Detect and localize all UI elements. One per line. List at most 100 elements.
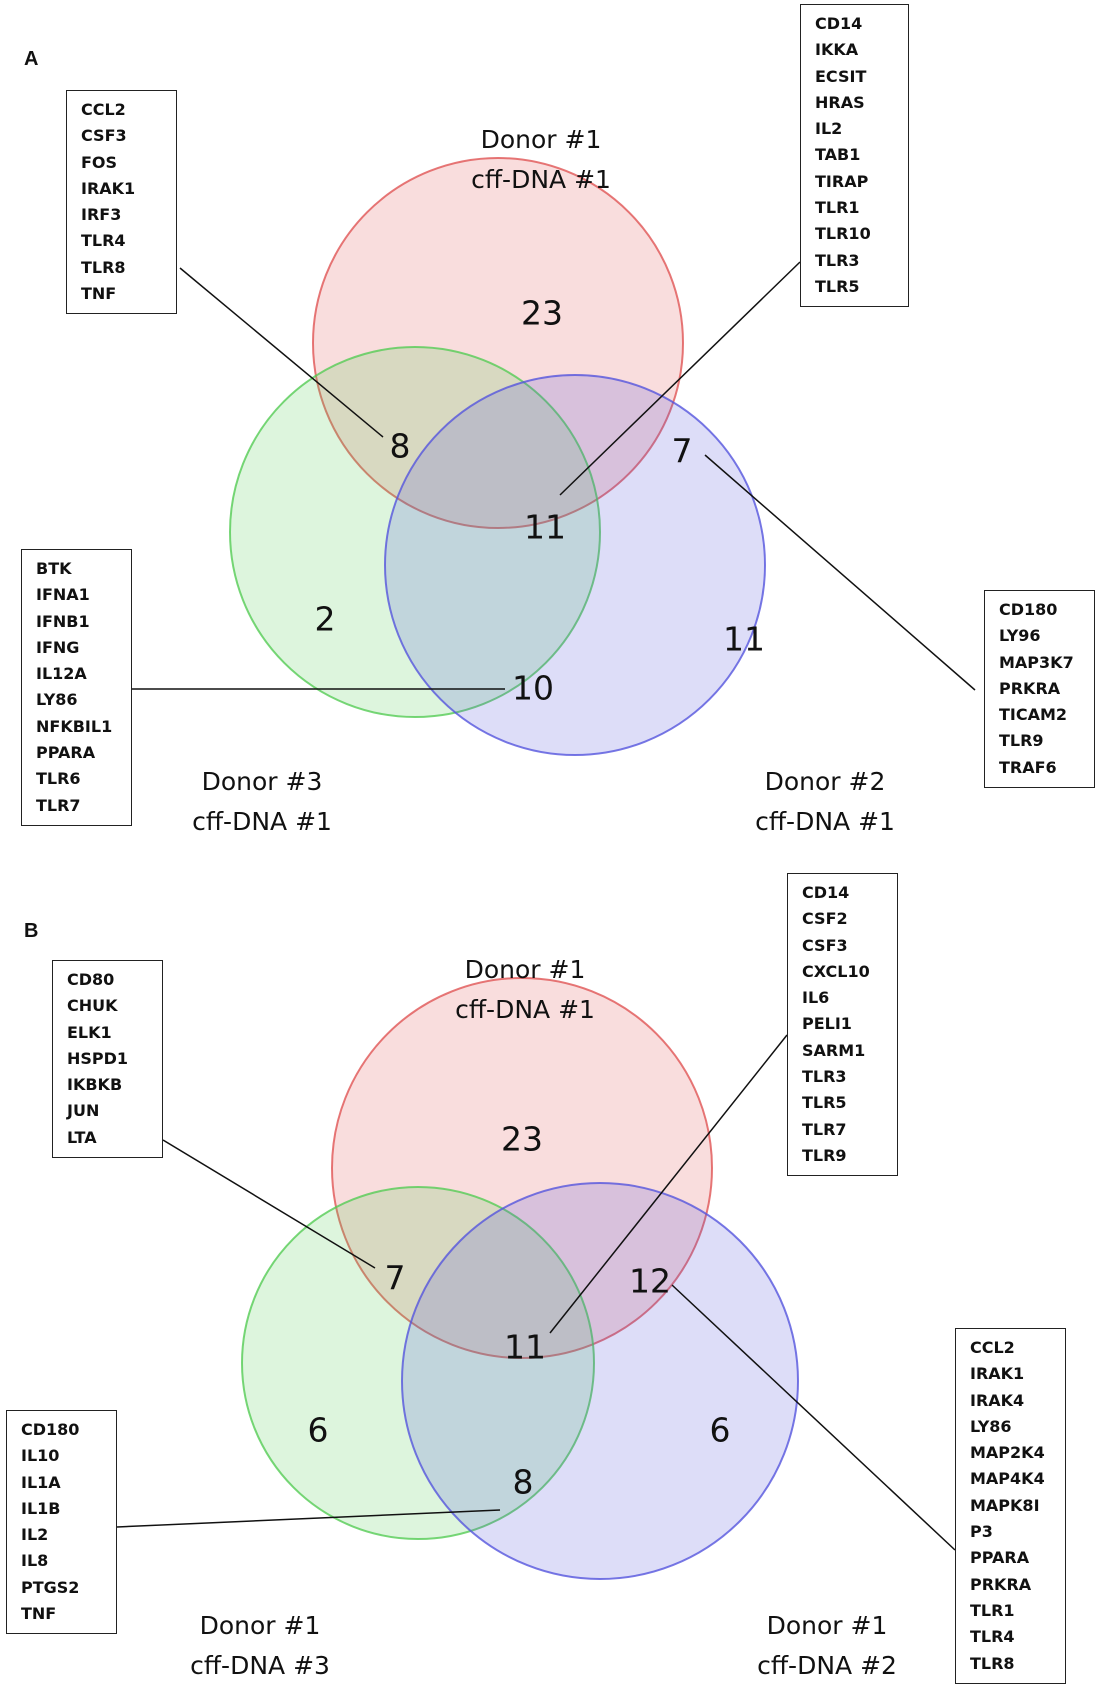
venn-diagram-a	[132, 157, 976, 756]
gene-name: MAP3K7	[999, 652, 1074, 672]
gene-name: TLR3	[815, 250, 860, 270]
gene-name: TLR7	[36, 795, 81, 815]
set-label-left: Donor #3 cff-DNA #1	[142, 762, 382, 842]
gene-name: ELK1	[67, 1022, 112, 1042]
gene-name: PPARA	[36, 743, 96, 763]
gene-name: PTGS2	[21, 1577, 80, 1597]
gene-name: TLR6	[36, 769, 81, 789]
gene-name: MAPK8I	[970, 1495, 1040, 1515]
leader-line-top-left	[179, 267, 384, 438]
gene-name: SARM1	[802, 1040, 866, 1060]
leader-line-top-right	[671, 1284, 956, 1551]
count-only-right: 6	[709, 1410, 731, 1450]
gene-name: IL2	[21, 1525, 49, 1545]
gene-name: TICAM2	[999, 705, 1068, 725]
set-circle-right	[384, 374, 766, 756]
gene-name: CSF3	[802, 935, 848, 955]
gene-name: IFNB1	[36, 611, 90, 631]
gene-name: TNF	[21, 1604, 57, 1624]
gene-name: TLR8	[81, 257, 126, 277]
set-circle-top	[331, 977, 713, 1359]
gene-name: JUN	[67, 1101, 100, 1121]
set-label-line1: Donor #3	[201, 767, 323, 796]
gene-name: PELI1	[802, 1014, 852, 1034]
count-left-right: 8	[512, 1462, 534, 1502]
gene-name: CD80	[67, 970, 115, 989]
gene-name: TLR1	[970, 1600, 1015, 1620]
set-label-line1: Donor #1	[766, 1611, 888, 1640]
gene-name: CXCL10	[802, 961, 870, 981]
set-label-top: Donor #1 cff-DNA #1	[421, 120, 661, 200]
gene-name: TNF	[81, 284, 117, 304]
gene-name: TLR3	[802, 1067, 847, 1087]
gene-name: CD14	[815, 14, 863, 33]
set-label-line2: cff-DNA #1	[755, 807, 895, 836]
gene-name: NFKBIL1	[36, 716, 113, 736]
gene-name: CD180	[999, 600, 1058, 619]
gene-name: MAP4K4	[970, 1469, 1045, 1489]
gene-name: CSF2	[802, 909, 848, 929]
count-only-right: 11	[723, 619, 765, 659]
count-all: 11	[504, 1327, 546, 1367]
panel-letter: B	[24, 920, 39, 942]
count-only-top: 23	[521, 293, 563, 333]
gene-name: IL6	[802, 988, 830, 1008]
gene-name: IKKA	[815, 40, 859, 60]
gene-name: CCL2	[81, 100, 126, 119]
count-only-left: 6	[307, 1410, 329, 1450]
set-label-left: Donor #1 cff-DNA #3	[140, 1606, 380, 1686]
gene-name: ECSIT	[815, 66, 867, 86]
gene-name: TLR7	[802, 1119, 847, 1139]
gene-name: CSF3	[81, 126, 127, 146]
set-label-right: Donor #2 cff-DNA #1	[705, 762, 945, 842]
gene-name: IRAK4	[970, 1390, 1025, 1410]
gene-name: TRAF6	[999, 757, 1057, 777]
gene-name: PRKRA	[970, 1574, 1032, 1594]
set-circle-left	[241, 1186, 595, 1540]
venn-panel-b: B Donor #1 cff-DNA #1 Donor #1 cff-DNA #…	[0, 850, 1106, 1705]
gene-name: TLR1	[815, 198, 860, 218]
gene-name: LTA	[67, 1127, 97, 1147]
gene-name: TIRAP	[815, 171, 869, 191]
gene-name: IL8	[21, 1551, 49, 1571]
gene-name: HRAS	[815, 92, 865, 112]
set-label-top: Donor #1 cff-DNA #1	[405, 950, 645, 1030]
leader-line-all	[559, 261, 801, 496]
set-circle-top	[312, 157, 684, 529]
set-circle-left	[229, 346, 601, 718]
gene-name: IL12A	[36, 664, 87, 684]
leader-line-top-left	[162, 1139, 376, 1269]
gene-name: TLR9	[999, 731, 1044, 751]
gene-name: PPARA	[970, 1548, 1030, 1568]
gene-name: IRAK1	[81, 178, 136, 198]
gene-name: CD180	[21, 1420, 80, 1439]
gene-name: IL10	[21, 1446, 60, 1466]
gene-name: PRKRA	[999, 678, 1061, 698]
gene-name: IL2	[815, 119, 843, 139]
count-all: 11	[524, 507, 566, 547]
gene-name: CD14	[802, 883, 850, 902]
leader-line-top-right	[704, 454, 976, 691]
gene-name: TLR10	[815, 224, 871, 244]
gene-name: TLR5	[802, 1093, 847, 1113]
leader-line-left-right	[116, 1509, 501, 1528]
set-label-line2: cff-DNA #1	[192, 807, 332, 836]
gene-name: CCL2	[970, 1338, 1015, 1357]
gene-name: LY86	[970, 1416, 1012, 1436]
gene-name: TLR4	[970, 1627, 1015, 1647]
set-label-right: Donor #1 cff-DNA #2	[707, 1606, 947, 1686]
set-label-line1: Donor #1	[199, 1611, 321, 1640]
gene-name: HSPD1	[67, 1048, 129, 1068]
set-label-line2: cff-DNA #3	[190, 1651, 330, 1680]
set-label-line2: cff-DNA #1	[455, 995, 595, 1024]
venn-diagram-b	[116, 977, 956, 1580]
count-top-right: 7	[671, 431, 693, 471]
gene-name: TLR9	[802, 1145, 847, 1165]
gene-name: FOS	[81, 152, 118, 172]
